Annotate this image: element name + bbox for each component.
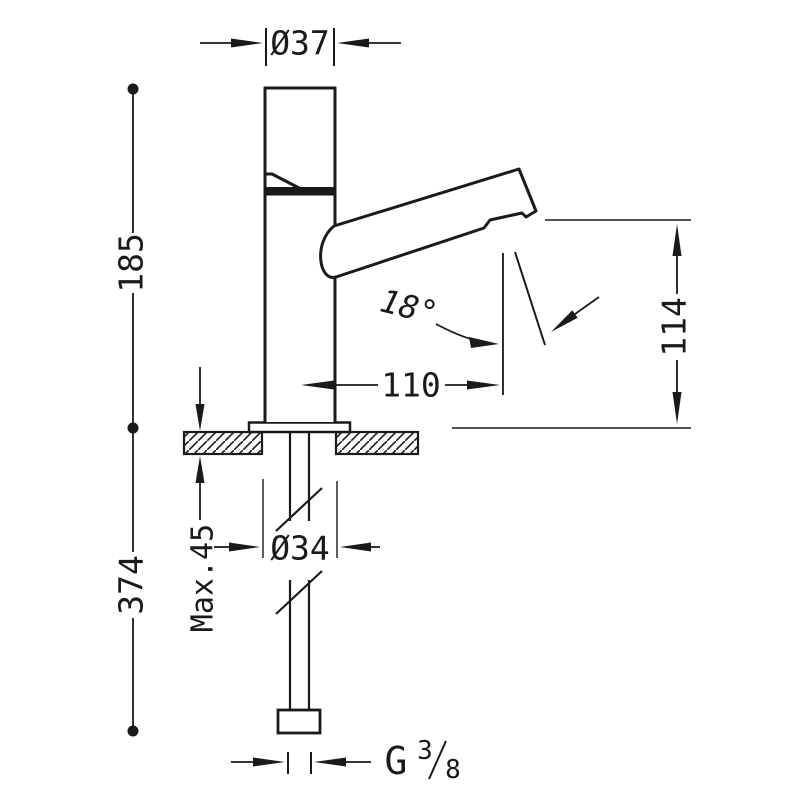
dim-label-thread-denominator: 8 <box>445 755 461 785</box>
dimension-dot-bottom <box>127 725 139 737</box>
countertop <box>182 430 420 456</box>
arrowhead-down <box>195 404 205 431</box>
dim-outlet-height: 114 <box>452 219 694 429</box>
arrowhead-up <box>195 456 205 483</box>
arrowhead-left <box>301 380 334 390</box>
dim-label-deck-thickness: Max.45 <box>186 524 221 632</box>
leader-line-right <box>574 296 600 315</box>
dim-label-outlet-height: 114 <box>655 297 694 357</box>
handle-notch <box>263 172 303 191</box>
supply-pipes <box>275 432 323 735</box>
fraction-slash <box>428 740 447 780</box>
dim-label-total-depth: 374 <box>112 555 151 615</box>
dim-label-thread-prefix: G <box>385 739 408 783</box>
notch-diagonal <box>270 172 303 191</box>
dim-stream-angle: 18° <box>376 282 600 348</box>
connector-nut <box>276 708 322 735</box>
cartridge-ring <box>263 187 336 196</box>
dim-body-height: 185 <box>112 83 151 434</box>
dim-label-thread-numerator: 3 <box>417 736 433 766</box>
dim-hole-diameter: Ø34 <box>214 479 380 568</box>
arrowhead-left <box>314 757 346 767</box>
arrowhead-left <box>337 38 369 48</box>
arrowhead-right <box>467 380 500 390</box>
dim-total-depth: 374 <box>112 432 151 737</box>
dimension-dot-middle <box>127 422 139 434</box>
arrowhead-down <box>672 392 682 424</box>
dim-spout-diameter: Ø37 <box>200 24 401 66</box>
base-plate <box>247 421 352 434</box>
dim-label-spout-reach: 110 <box>381 366 441 405</box>
dim-deck-thickness: Max.45 <box>186 367 221 632</box>
arrowhead-right <box>253 757 285 767</box>
pipe-break-slash-upper <box>275 487 323 532</box>
arrowhead-leader-right <box>551 310 578 332</box>
dim-label-stream-angle: 18° <box>376 282 441 333</box>
faucet-spout <box>319 167 538 279</box>
deck-left-section <box>182 430 264 456</box>
stream-angled-line <box>514 251 546 346</box>
deck-right-section <box>334 430 420 456</box>
dim-label-spout-diameter: Ø37 <box>270 24 330 63</box>
arrowhead-right <box>229 542 260 552</box>
dim-thread-size: G 3 8 <box>231 736 461 785</box>
dimension-dot-top <box>127 83 139 95</box>
dim-label-body-height: 185 <box>112 233 151 293</box>
arrowhead-leader <box>469 337 499 348</box>
arrowhead-up <box>672 224 682 256</box>
arrowhead-left <box>340 542 371 552</box>
dim-label-hole-diameter: Ø34 <box>270 529 330 568</box>
dim-spout-reach: 110 <box>301 366 500 405</box>
arrowhead-right <box>231 38 263 48</box>
water-stream-lines <box>502 251 546 395</box>
pipe-break-slash-lower <box>275 570 323 615</box>
